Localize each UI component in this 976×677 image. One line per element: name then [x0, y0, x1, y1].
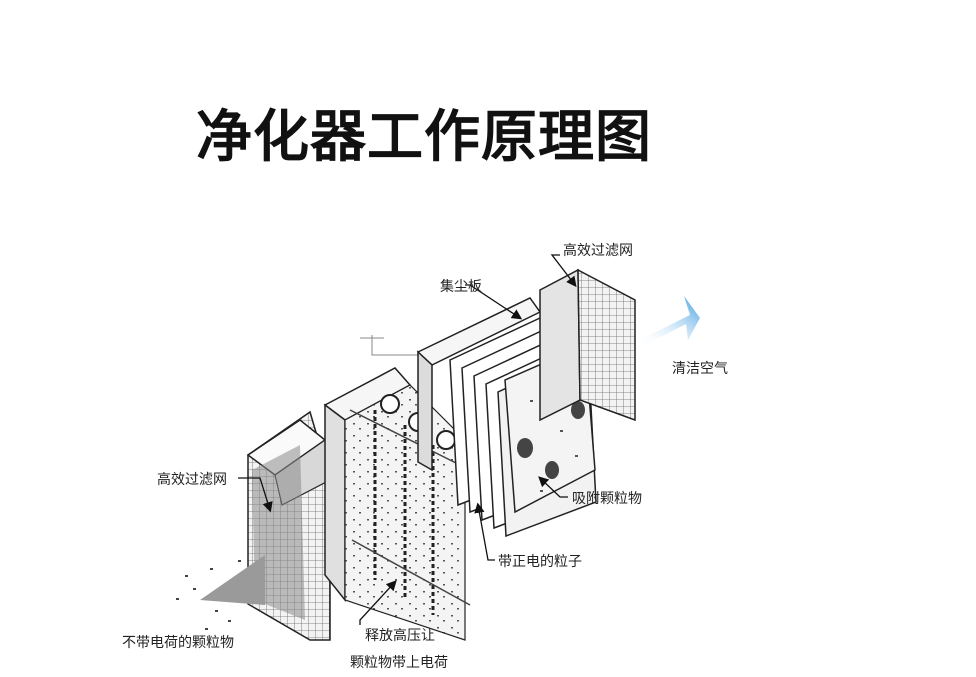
label-high-voltage-line1: 释放高压让 — [365, 628, 435, 644]
label-hepa-filter-left: 高效过滤网 — [157, 472, 227, 488]
page-title: 净化器工作原理图 — [196, 105, 652, 170]
incoming-particles — [176, 555, 265, 630]
label-collector-plate: 集尘板 — [440, 279, 482, 295]
clean-air-arrow — [640, 296, 700, 345]
label-clean-air: 清洁空气 — [672, 361, 728, 377]
wiring — [360, 335, 420, 356]
label-hepa-filter-top: 高效过滤网 — [563, 243, 633, 259]
ionizer-frame — [323, 367, 471, 641]
hepa-filter-right — [539, 268, 636, 422]
collector-plates — [416, 297, 597, 538]
leader-lines — [238, 254, 577, 625]
label-adsorbed-particles: 吸附颗粒物 — [572, 491, 642, 507]
label-uncharged-particles: 不带电荷的颗粒物 — [122, 635, 234, 651]
hepa-filter-left — [246, 410, 331, 641]
label-charged-particles: 带正电的粒子 — [498, 554, 582, 570]
label-high-voltage-line2: 颗粒物带上电荷 — [350, 655, 448, 671]
